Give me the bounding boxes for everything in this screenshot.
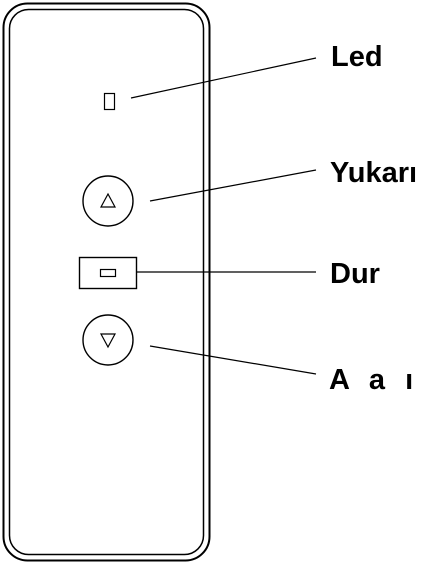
stop-button[interactable] <box>78 256 138 290</box>
led-indicator <box>103 92 116 111</box>
remote-body-outer <box>2 2 211 562</box>
triangle-down-icon <box>99 333 117 349</box>
up-button[interactable] <box>82 175 134 227</box>
down-button[interactable] <box>82 314 134 366</box>
stop-bar-icon <box>99 268 117 278</box>
leader-line-up <box>149 169 317 202</box>
leader-line-led <box>130 57 317 99</box>
label-led: Led <box>331 41 383 73</box>
label-down: A a ı <box>329 364 419 396</box>
remote-body-inner <box>8 8 205 556</box>
label-stop: Dur <box>330 258 380 290</box>
leader-line-down <box>149 345 317 375</box>
label-up: Yukarı <box>330 157 417 189</box>
triangle-up-icon <box>99 192 117 208</box>
